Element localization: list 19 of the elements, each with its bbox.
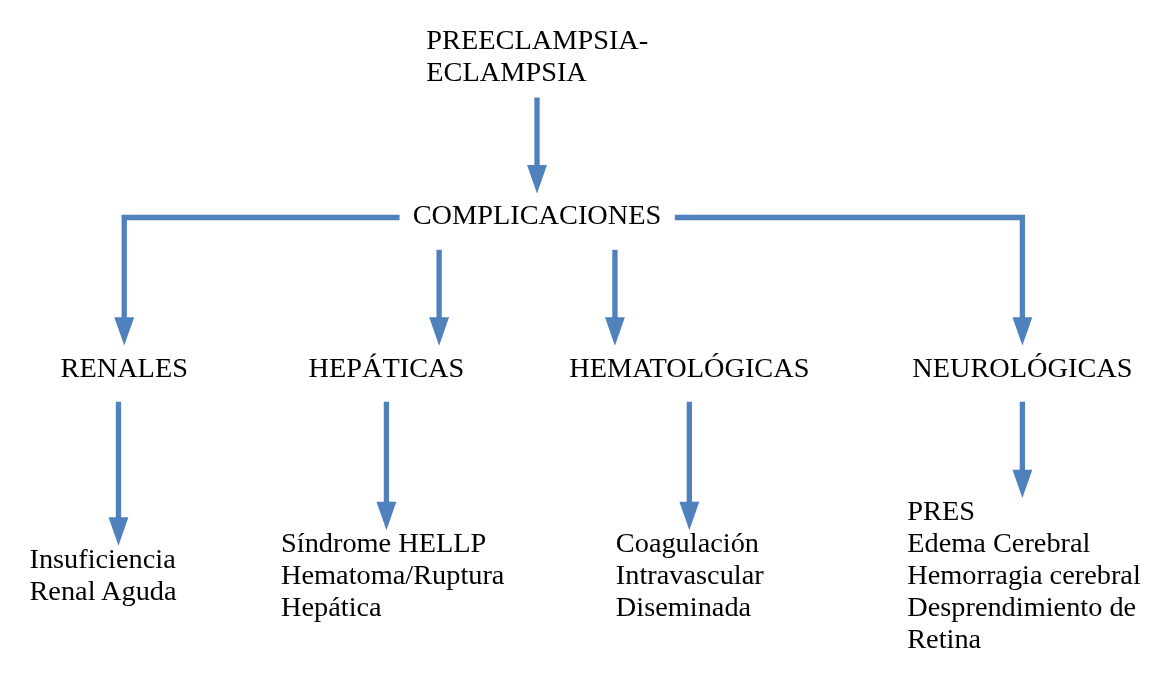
arrow [429,249,450,346]
node-text: PREECLAMPSIA-ECLAMPSIA [426,23,649,87]
node-text: PRES Edema Cerebral Hemorragia cerebral Desprendimiento de Retina [907,494,1141,654]
node-text: RENALES [60,351,188,383]
arrow [108,401,129,546]
node-text: NEUROLÓGICAS [912,351,1133,383]
arrow [605,249,625,346]
arrow [1012,401,1033,498]
node-text: COMPLICACIONES [412,198,662,230]
arrow [527,97,547,193]
node-text: Coagulación Intravascular Diseminada [615,526,764,622]
arrow [114,214,400,346]
node-text: Síndrome HELLP Hematoma/Ruptura Hepática [281,526,505,622]
arrow [679,401,700,530]
node-text: HEPÁTICAS [308,351,465,383]
node-text: HEMATOLÓGICAS [569,351,810,383]
arrow [674,214,1033,346]
node-text: Insuficiencia Renal Aguda [29,542,177,606]
arrow [376,401,397,530]
